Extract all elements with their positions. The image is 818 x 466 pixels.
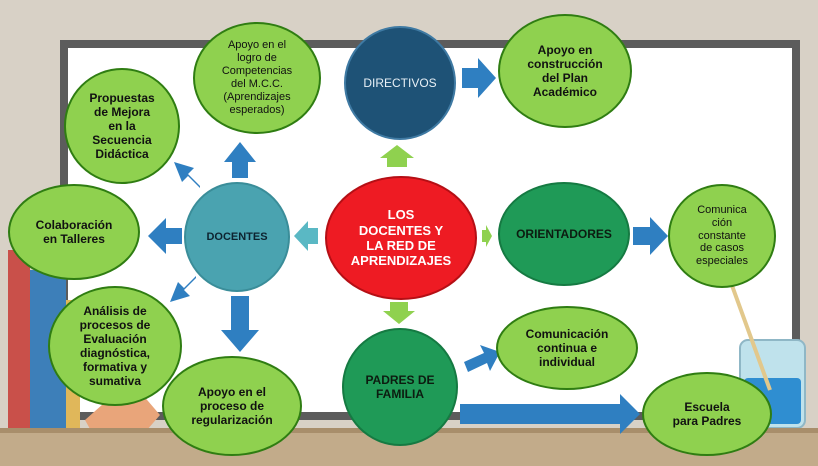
node-orientadores: ORIENTADORES xyxy=(498,182,630,286)
node-docentes: DOCENTES xyxy=(184,182,290,292)
node-apoyo-construccion: Apoyo en construcción del Plan Académico xyxy=(498,14,632,128)
node-colaboracion-talleres: Colaboración en Talleres xyxy=(8,184,140,280)
node-comunicacion-continua: Comunicación continua e individual xyxy=(496,306,638,390)
node-padres-de-familia: PADRES DE FAMILIA xyxy=(342,328,458,446)
node-propuestas-de-mejora: Propuestas de Mejora en la Secuencia Did… xyxy=(64,68,180,184)
node-escuela-para-padres: Escuela para Padres xyxy=(642,372,772,456)
node-analisis-evaluacion: Análisis de procesos de Evaluación diagn… xyxy=(48,286,182,406)
node-comunicacion-casos-especiales: Comunica ción constante de casos especia… xyxy=(668,184,776,288)
brush-handle xyxy=(728,279,772,391)
node-apoyo-regularizacion: Apoyo en el proceso de regularización xyxy=(162,356,302,456)
node-directivos: DIRECTIVOS xyxy=(344,26,456,140)
node-center-red-aprendizajes: LOS DOCENTES Y LA RED DE APRENDIZAJES xyxy=(325,176,477,300)
node-apoyo-competencias: Apoyo en el logro de Competencias del M.… xyxy=(193,22,321,134)
book-spine-red xyxy=(8,250,30,435)
